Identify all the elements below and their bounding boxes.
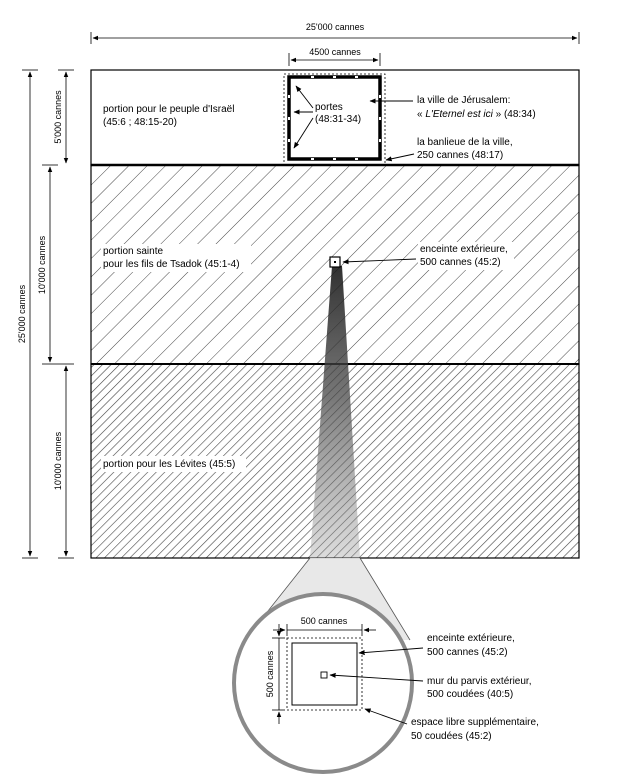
city-name-italic: L'Eternel est ici [425, 109, 493, 120]
detail-wall-ref: 500 coudées (40:5) [427, 689, 513, 700]
dimension-people-height: 5'000 cannes [53, 69, 74, 164]
detail-space-label: espace libre supplémentaire, [411, 717, 539, 728]
outer-enclosure-ref: 500 cannes (45:2) [420, 257, 501, 268]
detail-enclosure-pointer [358, 647, 424, 656]
detail-space-ref: 50 coudées (45:2) [411, 731, 492, 742]
detail-enclosure-label: enceinte extérieure, [427, 633, 515, 644]
dimension-city-width: 4500 cannes [288, 47, 381, 66]
detail-dimension-height: 500 cannes [265, 624, 285, 724]
detail-free-space-outline [286, 637, 363, 711]
levites-portion-label: portion pour les Lévites (45:5) [103, 459, 235, 470]
city-name-line: « L'Eternel est ici » (48:34) [417, 109, 536, 120]
detail-height-label: 500 cannes [265, 650, 275, 697]
detail-space-pointer [364, 708, 408, 725]
suburbs-pointer [385, 153, 415, 162]
detail-enclosure-ref: 500 cannes (45:2) [427, 647, 508, 658]
holy-portion-label: portion sainte [103, 246, 163, 257]
levites-portion-label-bg [101, 456, 246, 472]
total-height-label: 25'000 cannes [17, 284, 27, 343]
city-width-label: 4500 cannes [309, 47, 361, 57]
gates-arrows [293, 85, 314, 149]
suburbs-ref: 250 cannes (48:17) [417, 150, 503, 161]
city-quote-close: » (48:34) [493, 109, 536, 120]
total-width-label: 25'000 cannes [306, 22, 365, 32]
dimension-total-height: 25'000 cannes [17, 69, 38, 559]
suburbs-label: la banlieue de la ville, [417, 137, 513, 148]
outer-enclosure-pointer [342, 258, 417, 265]
city-quote-open: « [417, 109, 425, 120]
outer-enclosure-label-bg [418, 242, 514, 270]
detail-width-label: 500 cannes [301, 616, 348, 626]
gates-ref: (48:31-34) [315, 114, 361, 125]
detail-court-wall [320, 671, 328, 679]
people-portion-label: portion pour le peuple d'Israël [103, 104, 234, 115]
outer-enclosure-label: enceinte extérieure, [420, 244, 508, 255]
detail-magnifier [232, 592, 414, 774]
people-height-label: 5'000 cannes [53, 90, 63, 144]
levites-height-label: 10'000 cannes [53, 431, 63, 490]
holy-portion-ref: pour les fils de Tsadok (45:1-4) [103, 259, 240, 270]
detail-wall-label: mur du parvis extérieur, [427, 676, 532, 687]
dimension-total-width: 25'000 cannes [90, 22, 580, 44]
dimension-levites-height: 10'000 cannes [53, 363, 74, 559]
dimension-holy-height: 10'000 cannes [37, 164, 58, 365]
city-label: la ville de Jérusalem: [417, 95, 510, 106]
holy-portion-label-bg [101, 244, 251, 272]
gates-label: portes [315, 102, 343, 113]
city-gate-markers [288, 76, 381, 160]
zoom-beam [310, 266, 360, 558]
people-portion-ref: (45:6 ; 48:15-20) [103, 117, 177, 128]
holy-height-label: 10'000 cannes [37, 235, 47, 294]
people-portion-region [90, 69, 580, 166]
detail-outer-enclosure [291, 642, 358, 706]
detail-wall-pointer [329, 672, 424, 682]
